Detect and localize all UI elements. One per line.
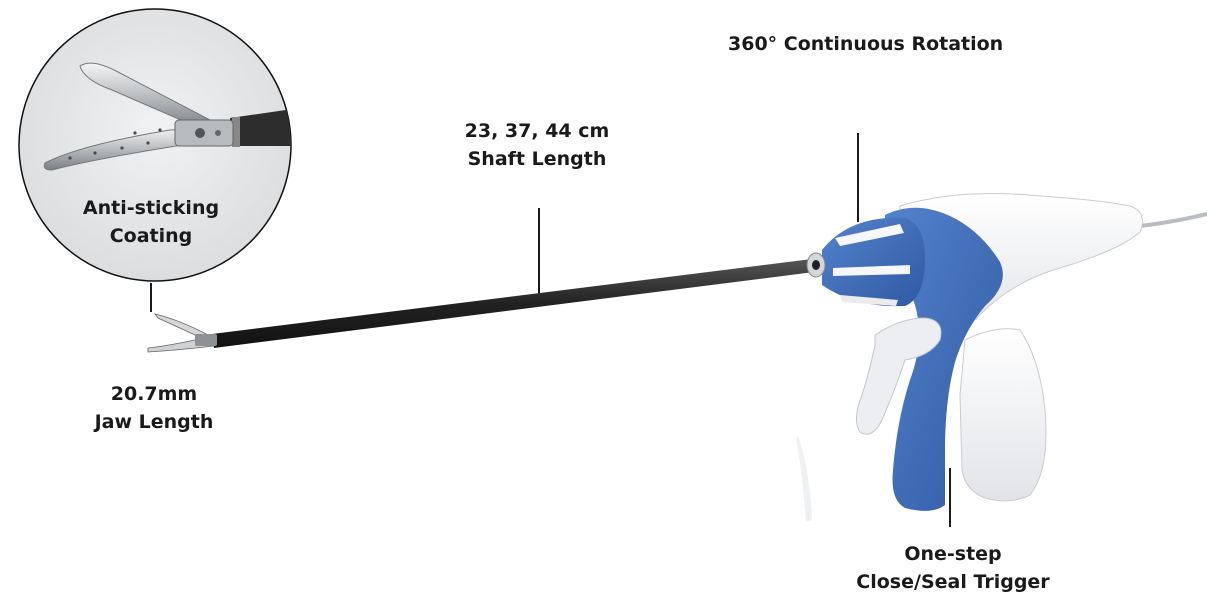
- jaw-length-label: 20.7mm Jaw Length: [94, 383, 214, 433]
- anti-sticking-coating-label: Anti-sticking Coating: [82, 197, 220, 247]
- callout-lines: [150, 133, 951, 527]
- background-shadow: [796, 436, 812, 522]
- shaft-length-label: 23, 37, 44 cm Shaft Length: [464, 120, 610, 170]
- jaw-zoom-inset: [18, 8, 292, 282]
- instrument-shaft: [147, 259, 814, 353]
- device-handle: [806, 193, 1143, 511]
- power-cable: [1139, 212, 1207, 228]
- trigger-label: One-step Close/Seal Trigger: [856, 543, 1050, 593]
- rotation-label: 360° Continuous Rotation: [728, 33, 1004, 55]
